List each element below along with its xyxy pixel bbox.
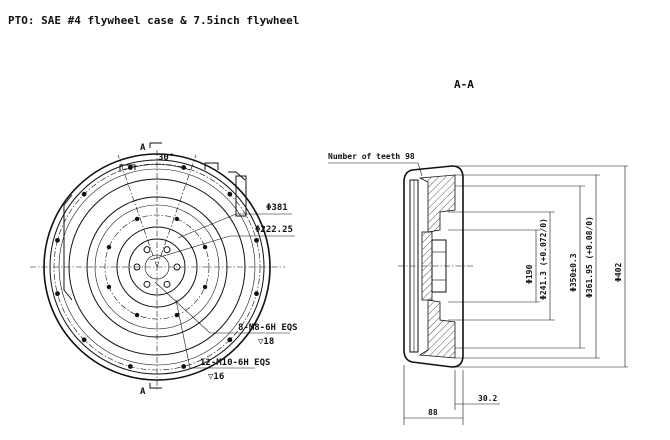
- angle-label: 30°: [158, 153, 174, 163]
- hub-hole: [173, 263, 181, 271]
- bolt-hole: [174, 216, 180, 222]
- hub-hole: [133, 263, 141, 271]
- bolt-hole: [55, 291, 60, 297]
- bolt-hole: [134, 312, 140, 318]
- diam-381-label: Φ381: [266, 203, 288, 213]
- bolt-hole: [227, 337, 233, 343]
- teeth-label: Number of teeth 98: [328, 152, 415, 161]
- d361-label: Φ361.95 (+0.08/0): [585, 216, 594, 298]
- len-30-label: 30.2: [478, 394, 497, 403]
- bolt-hole: [106, 284, 112, 290]
- bolt-hole: [202, 284, 208, 290]
- d402-label: Φ402: [614, 263, 623, 282]
- len-88-label: 88: [428, 408, 438, 417]
- depth-18-label: ▽18: [258, 337, 274, 347]
- hub-hole: [163, 280, 171, 288]
- bolt-hole: [254, 237, 259, 243]
- thread-8-label: 8-M8-6H EQS: [238, 323, 298, 333]
- d350-label: Φ350±0.3: [569, 253, 578, 292]
- d190-label: Φ190: [525, 265, 534, 284]
- bolt-hole: [127, 364, 133, 369]
- bolt-hole: [227, 191, 233, 197]
- diam-222-label: Φ222.25: [255, 225, 293, 235]
- bolt-hole: [55, 237, 60, 243]
- bolt-hole: [202, 244, 208, 250]
- section-mark-top: A: [140, 143, 146, 153]
- bolt-hole: [181, 364, 187, 369]
- hub-hole: [163, 246, 171, 254]
- drawing-title: PTO: SAE #4 flywheel case & 7.5inch flyw…: [8, 14, 299, 27]
- bolt-hole: [181, 165, 187, 170]
- bolt-hole: [81, 337, 87, 343]
- bolt-hole: [134, 216, 140, 222]
- hub-hole: [143, 280, 151, 288]
- bolt-hole: [127, 165, 133, 170]
- section-mark-bottom: A: [140, 387, 146, 397]
- bolt-hole: [106, 244, 112, 250]
- bolt-hole: [174, 312, 180, 318]
- d241-label: Φ241.3 (+0.072/0): [539, 218, 548, 300]
- hub-hole: [143, 246, 151, 254]
- bolt-hole: [254, 291, 259, 297]
- outer-bolt-holes: [55, 165, 259, 369]
- bolt-hole: [81, 191, 87, 197]
- depth-16-label: ▽16: [208, 372, 224, 382]
- section-title: A-A: [454, 78, 474, 91]
- front-view: A A 30° Φ381 Φ222.25 8-M8-6H EQS ▽18 12-…: [30, 142, 298, 397]
- section-view: Φ402 Φ361.95 (+0.08/0) Φ350±0.3 Φ241.3 (…: [328, 152, 628, 425]
- thread-12-label: 12-M10-6H EQS: [200, 358, 270, 368]
- inner-bolt-holes: [106, 216, 208, 318]
